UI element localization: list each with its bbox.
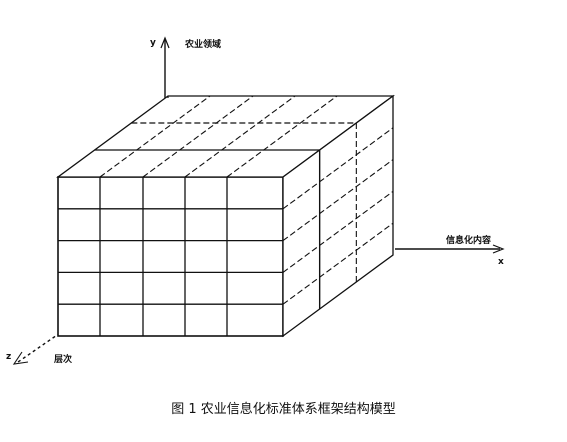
front-face xyxy=(57,176,284,337)
z-axis-letter: z xyxy=(6,352,11,362)
top-grid-depth xyxy=(226,95,338,178)
right-grid-depth xyxy=(282,127,394,210)
right-grid-depth xyxy=(282,159,394,242)
axis-labels: y 农业领域 信息化内容 x z 层次 xyxy=(6,38,504,365)
z-axis-label: 层次 xyxy=(54,353,72,365)
z-axis-arrow xyxy=(12,351,29,365)
z-axis-line xyxy=(17,332,61,363)
y-axis-letter: y xyxy=(150,38,156,48)
x-axis-label: 信息化内容 xyxy=(446,234,491,246)
y-axis-arrow xyxy=(160,36,170,49)
right-grid-depth xyxy=(282,222,394,305)
top-grid-depth xyxy=(184,95,296,178)
top-grid-depth xyxy=(99,95,211,178)
top-grid-depth xyxy=(142,95,254,178)
y-axis-label: 农业领域 xyxy=(184,38,221,50)
axes xyxy=(12,36,505,365)
x-axis-arrow xyxy=(492,244,505,254)
x-axis-letter: x xyxy=(498,257,504,267)
right-grid-depth xyxy=(282,190,394,273)
figure-caption: 图 1 农业信息化标准体系框架结构模型 xyxy=(171,402,396,417)
framework-cube xyxy=(56,94,395,338)
